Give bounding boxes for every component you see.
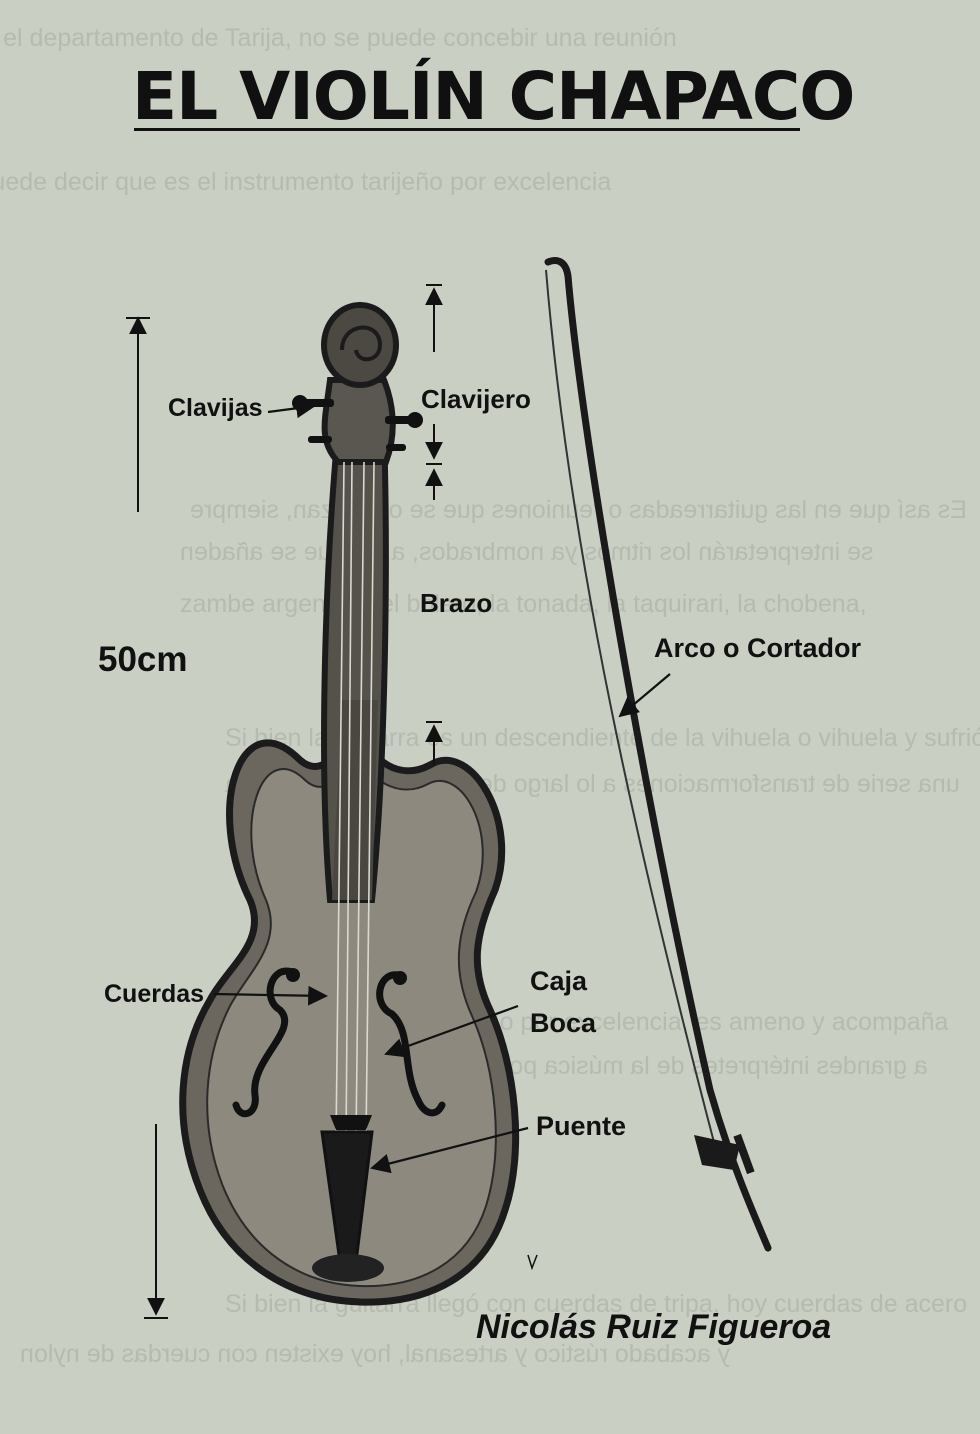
puente-pointer — [370, 1126, 529, 1174]
label-arco: Arco o Cortador — [654, 633, 862, 663]
bow-stick — [544, 257, 772, 1252]
bow-frog — [694, 1135, 740, 1170]
label-brazo: Brazo — [420, 588, 493, 618]
bleed-line: zambe argentina, el bolero, la tonada, l… — [180, 590, 867, 618]
tail-button — [312, 1254, 384, 1282]
arco-pointer — [618, 673, 671, 718]
pegbox — [321, 377, 396, 465]
bridge — [330, 1115, 372, 1130]
strings — [335, 461, 375, 1141]
bleed-line: Se puede decir que es el instrumento tar… — [0, 168, 612, 196]
scroll — [321, 302, 399, 388]
brazo-bracket — [425, 721, 443, 765]
measure-line-top — [126, 316, 150, 512]
cuerdas-pointer — [213, 985, 328, 1006]
author-credit: Nicolás Ruiz Figueroa — [476, 1308, 832, 1346]
label-cuerdas: Cuerdas — [104, 980, 205, 1008]
bleed-line: En todo el departamento de Tarija, no se… — [0, 24, 677, 52]
measure-line-bottom — [144, 1124, 168, 1319]
f-hole-left — [232, 967, 296, 1118]
page-title: EL VIOLÍN CHAPACO — [132, 58, 855, 135]
label-clavijas: Clavijas — [168, 394, 263, 422]
label-clavijero: Clavijero — [421, 384, 531, 414]
label-caja: Caja — [530, 966, 588, 996]
label-boca: Boca — [530, 1008, 597, 1038]
clavijas-pointer — [267, 398, 316, 419]
clavijero-bracket — [425, 284, 443, 500]
bow-hair — [545, 269, 717, 1151]
fingerboard — [332, 700, 378, 900]
boca-pointer — [384, 1004, 519, 1058]
label-puente: Puente — [536, 1111, 627, 1141]
label-measure: 50cm — [98, 640, 188, 679]
title-underline — [134, 128, 800, 131]
